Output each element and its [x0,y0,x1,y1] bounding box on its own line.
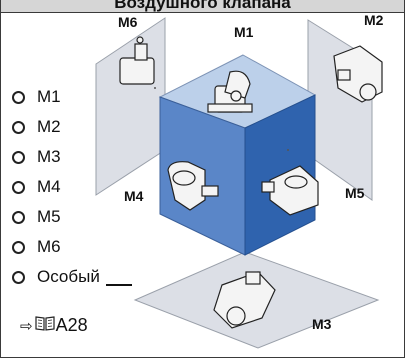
option-m3[interactable]: M3 [12,142,162,172]
option-m5-label: M5 [37,207,61,226]
label-m6: M6 [118,14,138,30]
radio-m2[interactable] [12,120,25,134]
panel-dot [287,149,289,151]
label-m4: M4 [124,188,144,204]
option-m5[interactable]: M5 [12,202,162,232]
radio-special[interactable] [12,270,25,284]
gearbox-m6-icon [119,36,155,85]
radio-m6[interactable] [12,240,25,254]
gearbox-m1-icon [207,70,253,113]
label-m5: M5 [345,185,365,201]
option-m1[interactable]: M1 [12,82,162,112]
radio-m3[interactable] [12,150,25,164]
label-m1: M1 [234,24,254,40]
option-m3-label: M3 [37,147,61,166]
option-m4[interactable]: M4 [12,172,162,202]
option-m1-label: M1 [37,87,61,106]
panel-dot [154,87,156,89]
gearbox-m4-icon [167,161,219,211]
m2-panel [307,19,373,201]
special-input-line[interactable] [105,284,132,286]
option-m2[interactable]: M2 [12,112,162,142]
gearbox-m3-icon [213,271,276,329]
option-m2-label: M2 [37,117,61,136]
gearbox-m5-icon [261,165,319,216]
radio-m4[interactable] [12,180,25,194]
book-icon [34,315,55,336]
catalog-reference[interactable]: ⇨ A28 [20,315,88,336]
label-m3: M3 [312,316,332,332]
option-m4-label: M4 [37,177,61,196]
reference-text: A28 [55,315,88,335]
radio-m1[interactable] [12,90,25,104]
option-special-label: Особый [37,267,100,286]
right-arrow-icon: ⇨ [20,317,33,335]
radio-m5[interactable] [12,210,25,224]
label-m2: M2 [364,12,384,28]
mounting-options: M1 M2 M3 M4 M5 M6 Особый [12,82,162,292]
option-m6-label: M6 [37,237,61,256]
option-m6[interactable]: M6 [12,232,162,262]
gearbox-m2-icon [333,45,383,103]
dialog-title: Воздушного клапана [1,0,404,13]
option-special[interactable]: Особый [12,262,162,292]
